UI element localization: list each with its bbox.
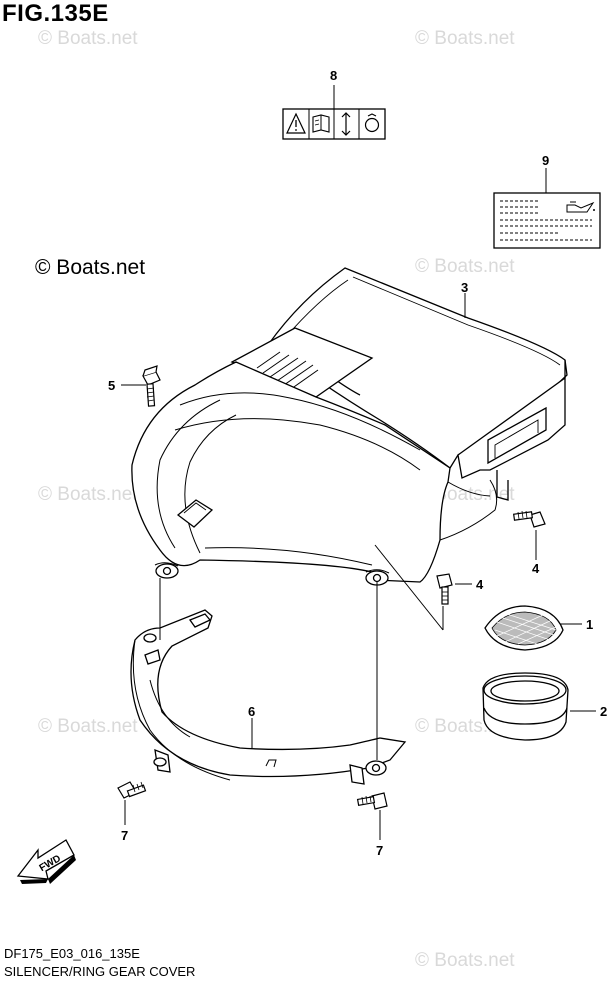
watermark: © Boats.net: [415, 256, 515, 277]
callout-6: 6: [248, 704, 255, 719]
callout-5: 5: [108, 378, 115, 393]
part-1-mesh-screen[interactable]: [484, 605, 564, 651]
callout-8: 8: [330, 68, 337, 83]
part-7-bolt-right[interactable]: [356, 792, 388, 810]
callout-2: 2: [600, 704, 607, 719]
part-2-ring-seal[interactable]: [482, 672, 569, 741]
diagram-name: SILENCER/RING GEAR COVER: [4, 964, 196, 979]
callout-4-lower: 4: [476, 577, 484, 592]
callout-7-right: 7: [376, 843, 383, 858]
part-5-bolt[interactable]: [142, 365, 161, 407]
part-9-oil-label[interactable]: [493, 192, 601, 249]
part-3-silencer-cover[interactable]: [131, 267, 568, 586]
up-down-arrow-icon: [341, 112, 351, 136]
part-6-ring-gear-cover[interactable]: [130, 609, 407, 785]
callout-9: 9: [542, 153, 549, 168]
rotation-icon: [364, 113, 380, 133]
warning-triangle-icon: [286, 112, 306, 134]
oil-can-icon: [566, 201, 595, 213]
callout-4-upper: 4: [532, 561, 540, 576]
part-4-bolt-upper[interactable]: [512, 510, 546, 528]
part-8-warning-label[interactable]: [282, 108, 386, 140]
part-4-bolt-lower[interactable]: [436, 573, 453, 605]
diagram-code: DF175_E03_016_135E: [4, 946, 140, 961]
watermark: © Boats.net: [415, 950, 515, 971]
watermark: © Boats.net: [38, 28, 138, 49]
copyright-notice: © Boats.net: [35, 256, 146, 279]
manual-book-icon: [312, 114, 330, 133]
watermark: © Boats.net: [415, 28, 515, 49]
fwd-arrow-icon: FWD: [16, 839, 76, 884]
part-7-bolt-left[interactable]: [117, 781, 147, 799]
callout-1: 1: [586, 617, 593, 632]
leader-lines: [121, 85, 596, 840]
callout-3: 3: [461, 280, 468, 295]
watermark: © Boats.net: [38, 716, 138, 737]
watermark: © Boats.net: [38, 484, 138, 505]
callout-7-left: 7: [121, 828, 128, 843]
figure-title: FIG.135E: [2, 0, 109, 27]
